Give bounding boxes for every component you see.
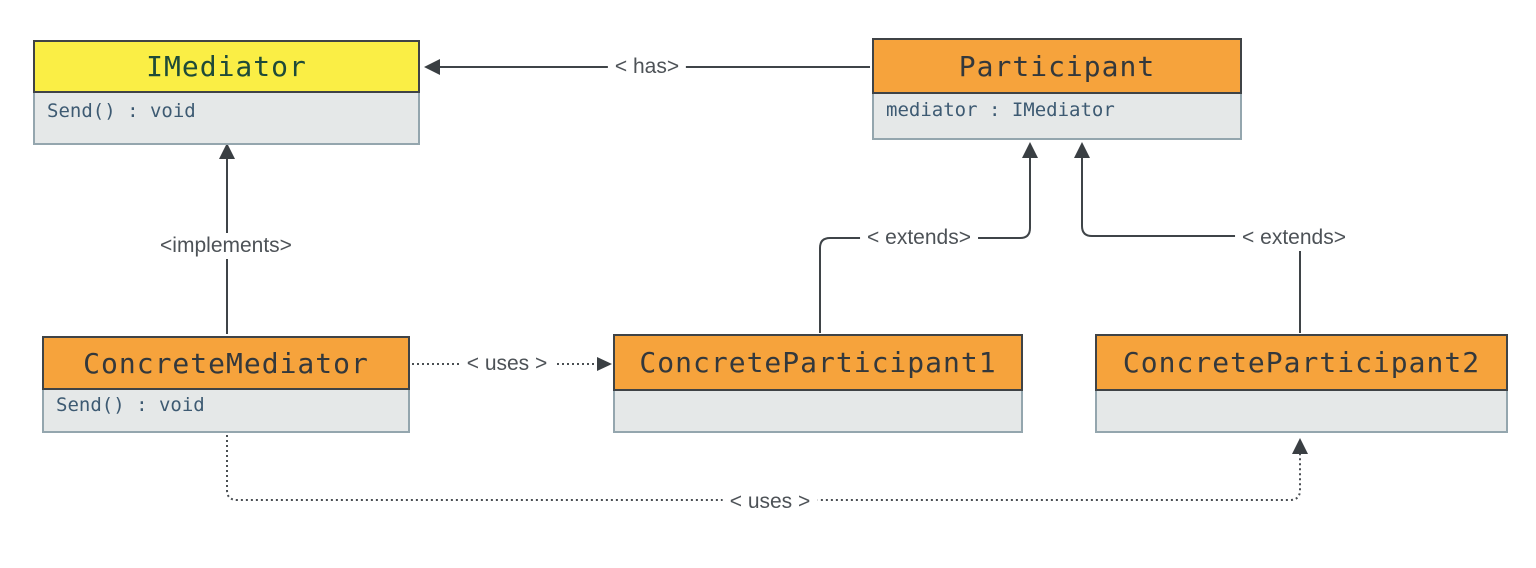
connector-uses-1 bbox=[412, 357, 612, 371]
class-imediator-title: IMediator bbox=[146, 50, 307, 83]
class-participant-header: Participant bbox=[872, 38, 1242, 94]
class-imediator-body: Send() : void bbox=[33, 93, 420, 145]
class-concrete-participant-2-body bbox=[1095, 391, 1508, 433]
class-concrete-participant-2-header: ConcreteParticipant2 bbox=[1095, 334, 1508, 391]
class-concrete-participant-1-title: ConcreteParticipant1 bbox=[639, 346, 997, 379]
class-concrete-participant-1: ConcreteParticipant1 bbox=[613, 334, 1023, 433]
edge-label-has: < has> bbox=[607, 54, 687, 80]
arrowhead-up-icon bbox=[219, 143, 235, 159]
class-participant: Participant mediator : IMediator bbox=[872, 38, 1242, 140]
class-imediator-header: IMediator bbox=[33, 40, 420, 93]
class-imediator: IMediator Send() : void bbox=[33, 40, 420, 145]
arrowhead-up-icon bbox=[1292, 438, 1308, 454]
edge-label-extends-2: < extends> bbox=[1235, 225, 1353, 251]
class-concrete-mediator-header: ConcreteMediator bbox=[42, 336, 410, 390]
class-concrete-mediator-title: ConcreteMediator bbox=[83, 346, 369, 380]
class-participant-title: Participant bbox=[958, 49, 1156, 83]
arrowhead-up-icon bbox=[1022, 142, 1038, 158]
arrowhead-left-icon bbox=[424, 59, 440, 75]
class-member: Send() : void bbox=[47, 100, 196, 122]
connector-uses-2 bbox=[226, 435, 1308, 501]
edge-label-uses-1: < uses > bbox=[459, 351, 555, 377]
class-participant-body: mediator : IMediator bbox=[872, 94, 1242, 140]
class-concrete-participant-2: ConcreteParticipant2 bbox=[1095, 334, 1508, 433]
class-member: mediator : IMediator bbox=[886, 99, 1115, 121]
class-concrete-participant-2-title: ConcreteParticipant2 bbox=[1122, 346, 1481, 379]
class-concrete-participant-1-body bbox=[613, 391, 1023, 433]
arrowhead-up-icon bbox=[1074, 142, 1090, 158]
class-concrete-mediator-body: Send() : void bbox=[42, 390, 410, 433]
edge-label-implements: <implements> bbox=[153, 233, 299, 259]
edge-label-uses-2: < uses > bbox=[722, 489, 818, 515]
class-concrete-participant-1-header: ConcreteParticipant1 bbox=[613, 334, 1023, 391]
arrowhead-right-icon bbox=[597, 357, 612, 371]
class-member: Send() : void bbox=[56, 394, 205, 416]
class-concrete-mediator: ConcreteMediator Send() : void bbox=[42, 336, 410, 433]
edge-label-extends-1: < extends> bbox=[860, 225, 978, 251]
